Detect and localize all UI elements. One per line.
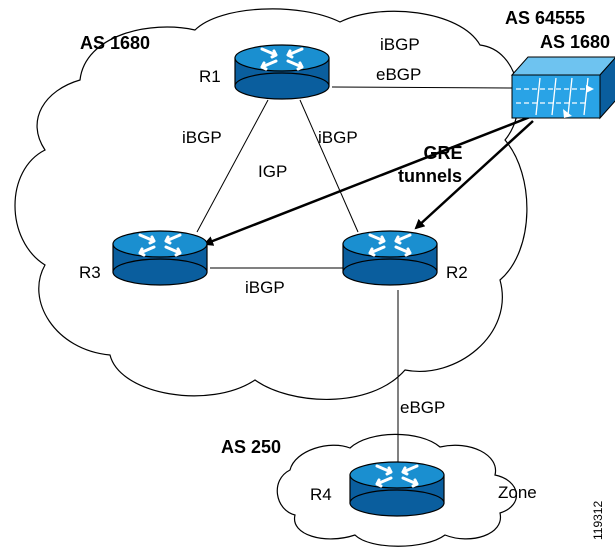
link-r1-r2: [299, 99, 359, 233]
link-r1-firewall: [331, 86, 516, 89]
r1-r3-ibgp-label: iBGP: [182, 128, 222, 147]
igp-label: IGP: [258, 162, 287, 181]
figure-id: 119312: [591, 501, 605, 540]
main-as-label: AS 1680: [80, 33, 150, 53]
r1-r2-ibgp-label: iBGP: [318, 128, 358, 147]
main-as-cloud: [14, 8, 528, 400]
r2-r4-ebgp-label: eBGP: [400, 398, 445, 417]
tunnels-label: tunnels: [398, 166, 462, 186]
gre-tunnel-to-r3: [203, 115, 531, 246]
router-r4-icon: [348, 460, 446, 518]
r1-fw-ebgp-label: eBGP: [376, 65, 421, 84]
r1-fw-ibgp-label: iBGP: [380, 35, 420, 54]
gre-tunnel-to-r2: [414, 120, 534, 230]
router-r2-label: R2: [446, 263, 468, 282]
r3-r2-ibgp-label: iBGP: [245, 278, 285, 297]
zone-label: Zone: [498, 483, 537, 502]
router-r1-label: R1: [199, 67, 221, 86]
firewall-as-label-1: AS 64555: [505, 8, 585, 28]
firewall-as-label-2: AS 1680: [540, 32, 610, 52]
firewall-icon: [510, 56, 615, 120]
router-r4-label: R4: [310, 485, 332, 504]
router-r2-icon: [341, 229, 439, 287]
link-r1-r3: [196, 99, 269, 233]
router-r3-label: R3: [79, 263, 101, 282]
gre-label: GRE: [423, 143, 462, 163]
router-r3-icon: [111, 229, 209, 287]
stub-as-label: AS 250: [221, 437, 281, 457]
router-r1-icon: [233, 43, 331, 101]
